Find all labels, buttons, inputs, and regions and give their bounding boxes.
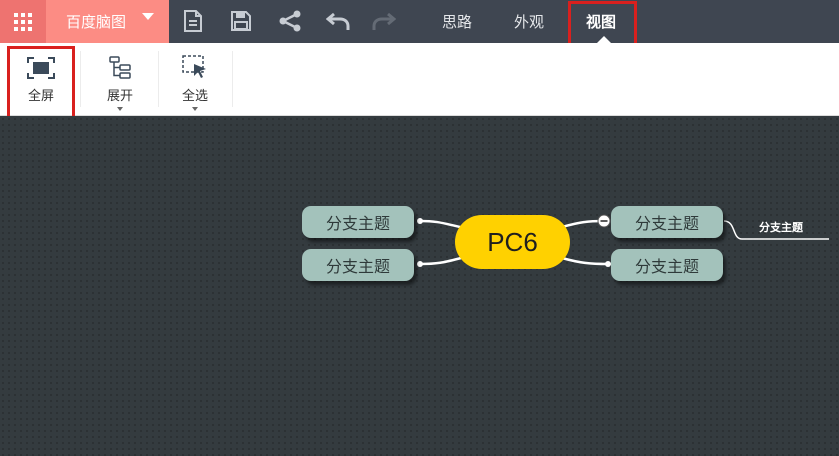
branch-node[interactable]: 分支主题 [611,206,723,238]
tab-idea[interactable]: 思路 [441,13,472,31]
new-file-icon [184,10,202,32]
tab-view[interactable]: 视图 [585,13,616,31]
active-tab-indicator [597,36,611,43]
top-bar: 百度脑图 [0,0,839,43]
ribbon-divider [80,51,81,107]
redo-icon [372,12,396,30]
collapse-icon[interactable] [597,214,611,228]
save-icon [231,11,251,31]
redo-button[interactable] [369,6,399,36]
branch-node[interactable]: 分支主题 [302,206,414,238]
fullscreen-label: 全屏 [27,89,54,104]
branch-node[interactable]: 分支主题 [302,249,414,281]
sub-branch-node[interactable]: 分支主题 [759,221,803,234]
highlight-box [7,46,75,124]
fullscreen-button[interactable]: 全屏 [6,43,76,115]
dropdown-arrow-icon [117,107,123,111]
expand-label: 展开 [106,89,133,104]
highlight-box [568,1,637,46]
ribbon-toolbar: 全屏 展开 全选 [0,43,839,116]
tab-appearance[interactable]: 外观 [513,13,544,31]
fullscreen-icon [27,57,55,79]
expand-button[interactable]: 展开 [85,43,155,115]
share-button[interactable] [275,6,305,36]
branch-node[interactable]: 分支主题 [611,249,723,281]
select-all-icon [182,55,206,78]
dropdown-arrow-icon [192,107,198,111]
new-file-button[interactable] [178,6,208,36]
undo-button[interactable] [323,6,353,36]
app-title: 百度脑图 [66,13,127,31]
undo-icon [326,12,350,30]
apps-grid-icon [14,12,32,31]
mindmap-canvas[interactable] [0,116,839,456]
select-all-label: 全选 [181,89,208,104]
root-node[interactable]: PC6 [455,215,570,269]
apps-grid-button[interactable] [0,0,46,43]
caret-down-icon [142,13,154,20]
app-menu-button[interactable]: 百度脑图 [46,0,169,43]
ribbon-divider [158,51,159,107]
share-icon [279,10,301,32]
ribbon-divider [232,51,233,107]
expand-tree-icon [109,56,131,79]
save-button[interactable] [226,6,256,36]
select-all-button[interactable]: 全选 [160,43,230,115]
